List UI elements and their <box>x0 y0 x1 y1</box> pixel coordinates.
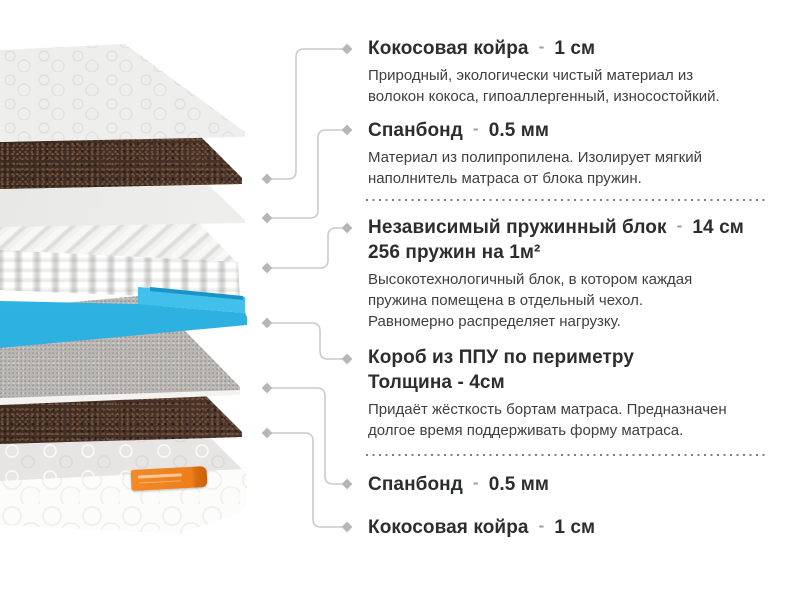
title-separator: - <box>538 516 545 535</box>
layer-title: Кокосовая койра-1 см <box>368 515 792 540</box>
layer-title-line2: Толщина - 4см <box>368 372 505 393</box>
annotation-coir-top: Кокосовая койра-1 см Природный, экологич… <box>368 36 792 107</box>
dotted-divider <box>366 454 766 456</box>
annotation-spunbond-top: Спанбонд-0.5 мм Материал из полипропилен… <box>368 118 792 189</box>
connector-path <box>266 48 344 180</box>
layer-description: Природный, экологически чистый материал … <box>368 67 720 105</box>
annotation-coir-bottom: Кокосовая койра-1 см <box>368 515 792 540</box>
connector-diamond <box>341 353 353 365</box>
layer-name: Независимый пружинный блок <box>368 217 667 238</box>
annotation-spunbond-bottom: Спанбонд-0.5 мм <box>368 472 792 497</box>
layer-value: 0.5 мм <box>488 120 550 141</box>
title-separator: - <box>472 119 479 138</box>
title-separator: - <box>472 473 479 492</box>
layer-description: Придаёт жёсткость бортам матраса. Предна… <box>368 401 727 439</box>
connector-diamond <box>261 173 273 185</box>
connector-path <box>266 432 344 528</box>
connector-path <box>266 322 344 360</box>
connector-diamond <box>341 124 353 136</box>
layer-title: Спанбонд-0.5 мм <box>368 472 792 497</box>
layer-description: Материал из полипропилена. Изолирует мяг… <box>368 149 703 187</box>
layer-title: Кокосовая койра-1 см <box>368 36 792 61</box>
connector-path <box>266 129 344 219</box>
connector-path <box>266 227 344 269</box>
connector-diamond <box>261 317 273 329</box>
connector-diamond <box>261 427 273 439</box>
annotation-spring-block: Независимый пружинный блок-14 см 256 пру… <box>368 215 792 332</box>
layer-title-line2: 256 пружин на 1м² <box>368 242 541 263</box>
layer-name: Кокосовая койра <box>368 517 529 538</box>
annotation-ppu-box: Короб из ППУ по периметру Толщина - 4см … <box>368 345 792 441</box>
title-separator: - <box>538 37 545 56</box>
connector-diamond <box>341 478 353 490</box>
connector-diamond <box>341 222 353 234</box>
connector-diamond <box>261 382 273 394</box>
connector-diamond <box>341 521 353 533</box>
layer-name: Кокосовая койра <box>368 38 529 59</box>
layer-value: 0.5 мм <box>488 474 550 495</box>
connector-diamond <box>341 43 353 55</box>
title-separator: - <box>676 216 683 235</box>
layer-value: 14 см <box>692 217 744 238</box>
dotted-divider <box>366 199 766 201</box>
layer-title: Короб из ППУ по периметру <box>368 347 635 368</box>
layer-title: Спанбонд-0.5 мм <box>368 118 792 143</box>
layer-value: 1 см <box>554 38 596 59</box>
layer-value: 1 см <box>554 517 596 538</box>
layer-title: Независимый пружинный блок-14 см <box>368 215 792 240</box>
layer-description: Высокотехнологичный блок, в котором кажд… <box>368 271 693 330</box>
connector-path <box>266 387 344 485</box>
layer-name: Спанбонд <box>368 120 463 141</box>
connector-diamond <box>261 262 273 274</box>
connector-diamond <box>261 212 273 224</box>
layer-name: Спанбонд <box>368 474 463 495</box>
